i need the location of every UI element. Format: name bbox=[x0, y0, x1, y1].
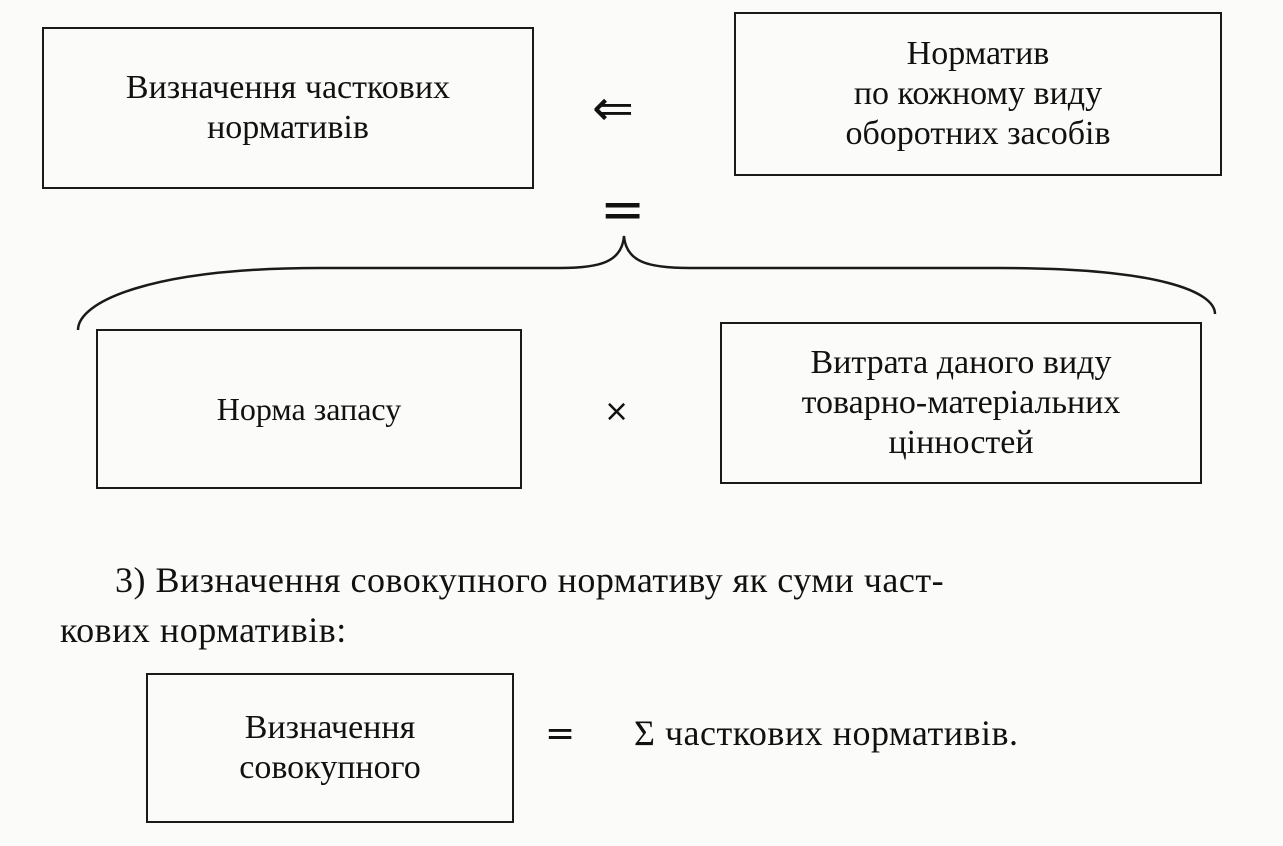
total-norm-paragraph: 3) Визначення совокупного нормативу як с… bbox=[60, 555, 1230, 655]
partial-norms-line1: Визначення часткових bbox=[125, 69, 451, 106]
multiplication-sign: × bbox=[604, 394, 630, 429]
total-equals-sign: = bbox=[545, 713, 576, 754]
consumption-line3: цінностей bbox=[888, 424, 1034, 461]
consumption-box: Витрата даного виду товарно-матеріальних… bbox=[720, 322, 1202, 484]
stock-norm-label: Норма запасу bbox=[216, 391, 402, 427]
partial-norms-box: Визначення часткових нормативів bbox=[42, 27, 534, 189]
consumption-line1: Витрата даного виду bbox=[810, 344, 1112, 381]
partial-norms-line2: нормативів bbox=[207, 109, 369, 146]
stock-norm-box: Норма запасу bbox=[96, 329, 522, 489]
norm-per-asset-type-box: Норматив по кожному виду оборотних засоб… bbox=[734, 12, 1222, 176]
total-norm-line1: Визначення bbox=[244, 709, 416, 746]
paragraph-line1: 3) Визначення совокупного нормативу як с… bbox=[115, 560, 945, 600]
left-double-arrow-icon: ⇐ bbox=[592, 79, 634, 137]
total-norm-line2: совокупного bbox=[239, 749, 421, 786]
equals-sign: = bbox=[600, 178, 646, 241]
norm-per-asset-line2: по кожному виду bbox=[853, 75, 1103, 112]
norm-per-asset-line3: оборотних засобів bbox=[845, 115, 1111, 152]
sum-of-partial-norms: Σ часткових нормативів. bbox=[634, 713, 1019, 753]
total-norm-box: Визначення совокупного bbox=[146, 673, 514, 823]
norm-per-asset-line1: Норматив bbox=[906, 35, 1050, 72]
consumption-line2: товарно-матеріальних bbox=[801, 384, 1121, 421]
paragraph-line2: кових нормативів: bbox=[60, 610, 347, 650]
